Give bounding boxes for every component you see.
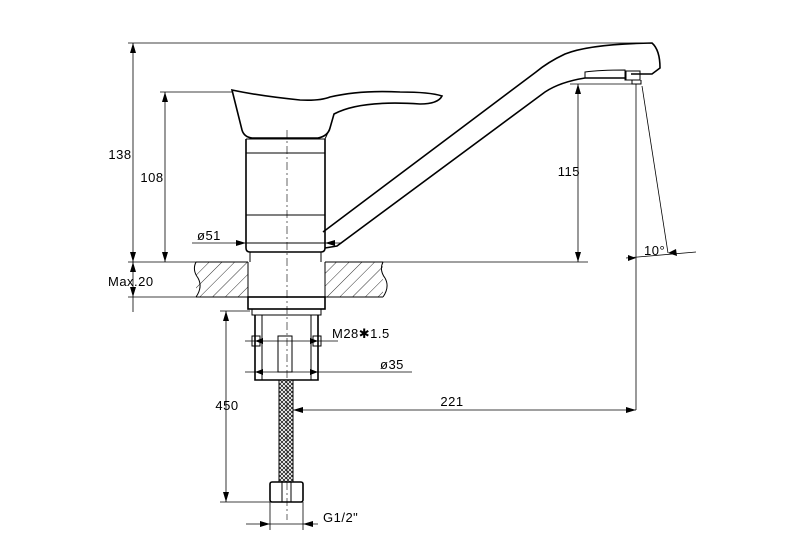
max-thickness-label: Max.20 xyxy=(108,274,154,289)
angle-label: 10° xyxy=(644,243,665,258)
lever-height-label: 108 xyxy=(140,170,163,185)
thread-label: M28✱1.5 xyxy=(332,326,390,341)
countertop-section xyxy=(193,261,388,298)
dimension-arrows xyxy=(130,43,677,527)
mounting-assembly xyxy=(247,296,326,381)
overall-height-label: 138 xyxy=(108,147,131,162)
faucet-body xyxy=(230,42,661,262)
spout-height-label: 115 xyxy=(558,164,580,179)
connection-label: G1/2" xyxy=(323,510,358,525)
braided-hose xyxy=(269,379,304,503)
shank-diameter-label: ø35 xyxy=(380,357,404,372)
base-diameter-label: ø51 xyxy=(197,228,221,243)
hose-length-label: 450 xyxy=(215,398,238,413)
reach-label: 221 xyxy=(440,394,463,409)
